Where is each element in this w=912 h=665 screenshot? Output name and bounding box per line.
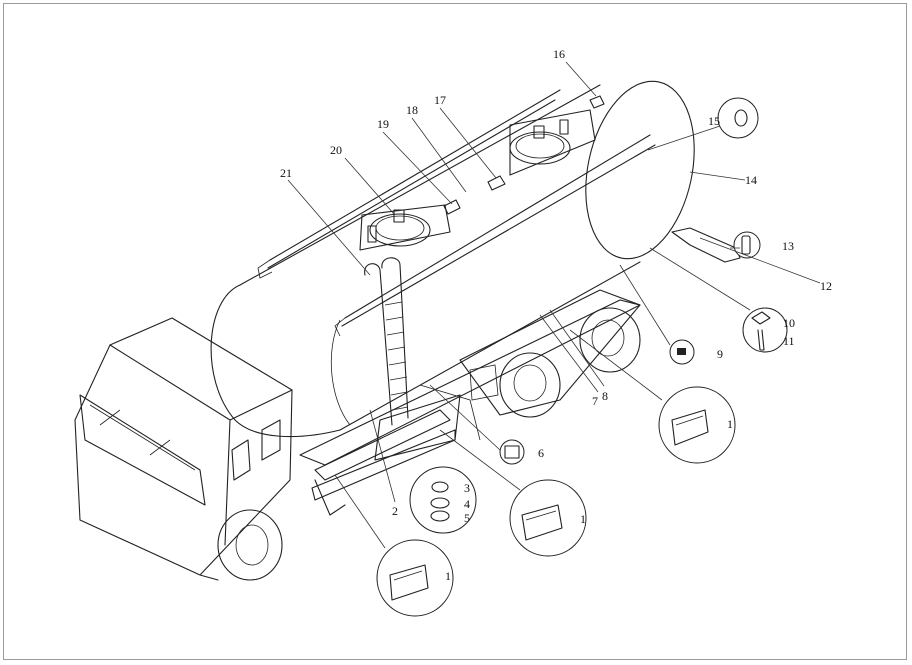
detail-bubble-6 bbox=[499, 439, 525, 465]
callout-7: 7 bbox=[592, 394, 598, 408]
callout-18: 18 bbox=[406, 103, 418, 117]
detail-bubble-9 bbox=[669, 339, 695, 365]
leader-lines bbox=[287, 61, 821, 503]
detail-bubble-3-5 bbox=[409, 466, 477, 534]
detail-bubble-10-11 bbox=[742, 307, 788, 353]
detail-bubble-13 bbox=[733, 231, 761, 259]
detail-bubble-1b bbox=[439, 429, 587, 557]
callout-15: 15 bbox=[708, 114, 720, 128]
manhole-rear bbox=[509, 109, 596, 176]
callout-11: 11 bbox=[783, 334, 795, 348]
detail-bubble-1c bbox=[569, 329, 736, 464]
callout-21: 21 bbox=[280, 166, 292, 180]
callout-4: 4 bbox=[464, 497, 470, 511]
callout-5: 5 bbox=[464, 511, 470, 525]
callout-3: 3 bbox=[464, 481, 470, 495]
callout-20: 20 bbox=[330, 143, 342, 157]
callout-8: 8 bbox=[602, 389, 608, 403]
callout-19: 19 bbox=[377, 117, 389, 131]
manhole-front bbox=[359, 204, 451, 251]
callout-17: 17 bbox=[434, 93, 446, 107]
callout-14: 14 bbox=[745, 173, 757, 187]
callout-12: 12 bbox=[820, 279, 832, 293]
callout-1c: 1 bbox=[727, 417, 733, 431]
callout-10: 10 bbox=[783, 316, 795, 330]
callout-1b: 1 bbox=[580, 512, 586, 526]
callout-16: 16 bbox=[553, 47, 565, 61]
truck-cab bbox=[74, 317, 293, 581]
callout-labels: 1 1 1 2 3 4 5 6 7 8 9 10 11 12 13 14 15 … bbox=[280, 47, 832, 583]
callout-13: 13 bbox=[782, 239, 794, 253]
detail-bubble-15 bbox=[647, 97, 759, 151]
ladder bbox=[364, 257, 409, 426]
callout-1a: 1 bbox=[445, 569, 451, 583]
chassis bbox=[299, 227, 741, 516]
rear-wheels bbox=[459, 289, 641, 418]
diagram-frame bbox=[3, 3, 907, 660]
callout-2: 2 bbox=[392, 504, 398, 518]
tank-body bbox=[210, 80, 695, 438]
callout-9: 9 bbox=[717, 347, 723, 361]
detail-bubble-1a bbox=[334, 474, 454, 617]
callout-6: 6 bbox=[538, 446, 544, 460]
